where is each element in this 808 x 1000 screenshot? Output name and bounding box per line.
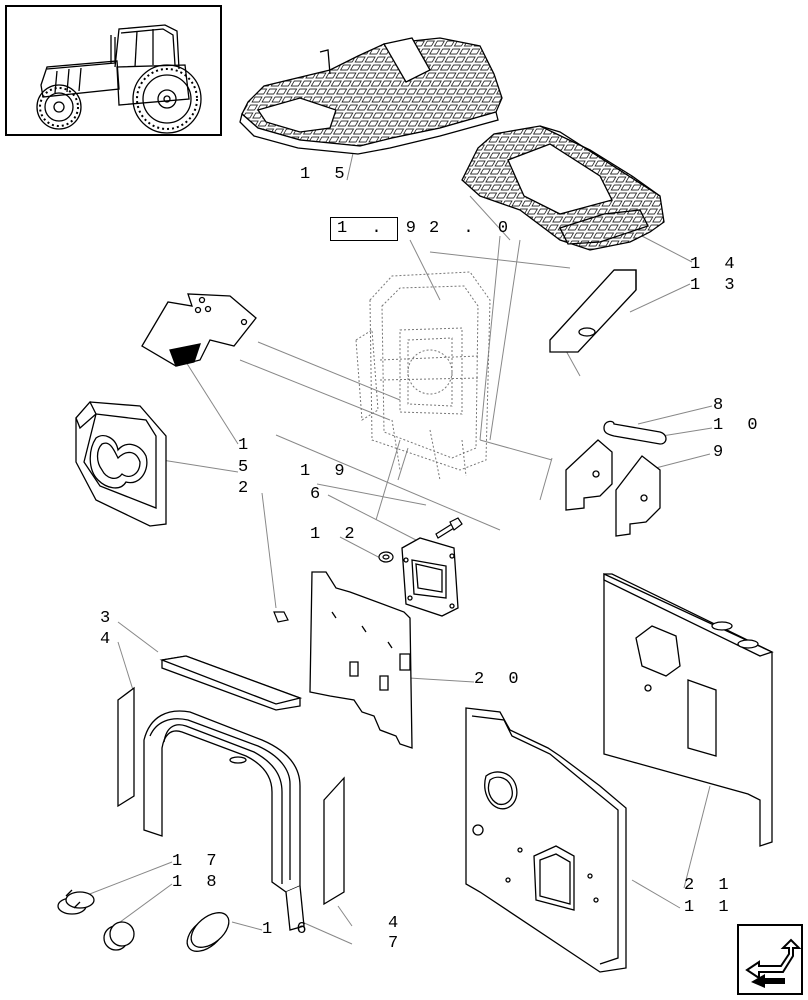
next-page-button[interactable]	[737, 924, 803, 995]
part-20-panel	[309, 571, 413, 749]
callout-18: 1 8	[172, 873, 224, 892]
part-3-strip	[159, 655, 303, 711]
part-19-bolt	[435, 517, 463, 539]
callout-14: 1 4	[690, 255, 742, 274]
part-17-plug	[57, 889, 95, 915]
part-4-right-strip	[323, 776, 345, 906]
reference-box[interactable]	[330, 217, 398, 241]
callout-5: 5	[238, 458, 256, 477]
part-5-boot	[75, 400, 167, 527]
tractor-thumbnail	[5, 5, 222, 136]
callout-17: 1 7	[172, 852, 224, 871]
part-21-side-panel	[603, 572, 774, 847]
part-15-floor-mat	[239, 37, 503, 155]
part-12-nut	[378, 551, 394, 563]
callout-6: 6	[310, 485, 328, 504]
callout-10: 1 0	[713, 416, 765, 435]
part-11-lower-panel	[465, 707, 627, 973]
part-14-rear-mat	[461, 125, 665, 251]
part-6-mount-plate	[401, 537, 459, 617]
callout-4-right: 4	[388, 914, 406, 933]
part-10-pad	[603, 420, 667, 445]
part-7-arch-seal	[143, 710, 305, 931]
callout-15: 1 5	[300, 165, 352, 184]
callout-21: 2 1	[684, 876, 736, 895]
part-2-clip	[273, 611, 289, 623]
part-8-bracket	[565, 439, 613, 511]
callout-20: 2 0	[474, 670, 526, 689]
callout-1: 1	[238, 436, 256, 455]
leader-lines	[81, 139, 713, 945]
part-9-bracket	[615, 455, 661, 537]
callout-11: 1 1	[684, 898, 736, 917]
callout-19: 1 9	[300, 462, 352, 481]
callout-2: 2	[238, 479, 256, 498]
callout-3: 3	[100, 609, 118, 628]
callout-4-left: 4	[100, 630, 118, 649]
callout-8: 8	[713, 396, 731, 415]
part-18-plug	[103, 921, 135, 951]
callout-9: 9	[713, 443, 731, 462]
part-1-panel	[141, 293, 257, 367]
callout-12: 1 2	[310, 525, 362, 544]
callout-7: 7	[388, 934, 406, 953]
part-16-plug	[186, 912, 230, 952]
next-page-arrow-icon	[745, 938, 802, 988]
callout-16: 1 6	[262, 920, 314, 939]
phantom-frame	[355, 271, 491, 481]
callout-13: 1 3	[690, 276, 742, 295]
tractor-icon	[36, 24, 202, 134]
part-13-plate	[549, 269, 637, 353]
part-4-left-strip	[117, 686, 135, 808]
